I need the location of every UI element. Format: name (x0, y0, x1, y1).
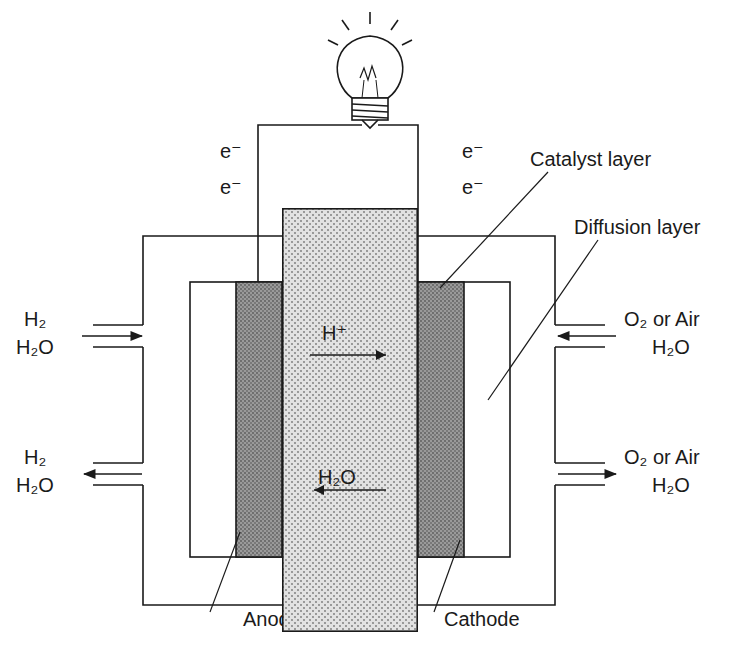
electrode-label: Cathode (444, 608, 520, 630)
ion-label: H⁺ (322, 322, 347, 344)
gas-label: H₂ (24, 308, 46, 330)
electron-label: e⁻ (220, 176, 242, 198)
electron-label: e⁻ (462, 176, 484, 198)
part-label: Catalyst layer (530, 148, 651, 170)
gas-label: H₂O (652, 474, 690, 496)
ion-label: H₂O (318, 466, 356, 488)
gas-label: H₂O (652, 336, 690, 358)
electron-label: e⁻ (462, 140, 484, 162)
gas-label: H₂O (16, 336, 54, 358)
gas-label: H₂O (16, 474, 54, 496)
gas-label: O₂ or Air (624, 446, 700, 468)
membrane: H⁺ H₂O (282, 208, 418, 632)
membrane-outline (282, 208, 418, 632)
gas-label: H₂ (24, 446, 46, 468)
electron-label: e⁻ (220, 140, 242, 162)
part-label: Diffusion layer (574, 216, 700, 238)
gas-label: O₂ or Air (624, 308, 700, 330)
